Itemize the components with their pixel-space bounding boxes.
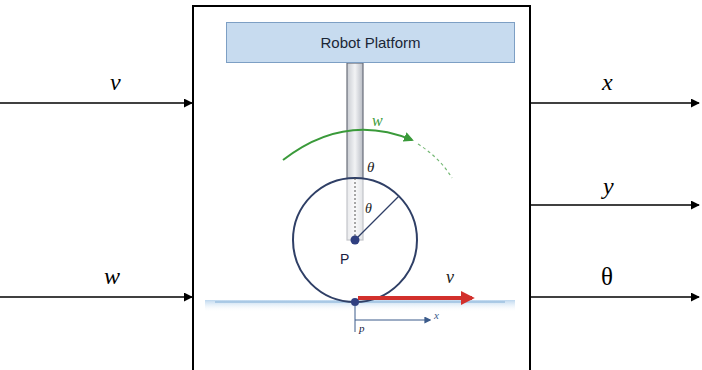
output-signal: x (602, 70, 613, 94)
output-arrow (531, 296, 699, 298)
system-box (193, 6, 530, 370)
point-label: P (340, 252, 349, 266)
x-axis (355, 320, 430, 321)
input-arrow (0, 296, 192, 298)
center-point (351, 236, 360, 245)
output-arrow (531, 204, 699, 206)
point-label: p (359, 323, 365, 334)
velocity-label: ν (446, 268, 454, 286)
angle-label: θ (366, 160, 375, 175)
input-arrow (0, 102, 192, 104)
contact-point (351, 298, 359, 306)
output-signal: θ (601, 264, 613, 289)
angle-label: θ (364, 202, 373, 216)
wheel (293, 178, 417, 302)
axis-label: x (434, 310, 439, 321)
output-arrow (531, 102, 699, 104)
wheel-radius (355, 196, 399, 240)
axis-tick (355, 305, 356, 332)
input-signal: v (110, 70, 121, 94)
vertical-reference (355, 178, 356, 240)
platform-label: Robot Platform (320, 34, 420, 51)
output-signal: y (603, 174, 614, 198)
platform-box: Robot Platform (226, 22, 515, 63)
angular-velocity-label: w (372, 113, 383, 129)
velocity-arrow (358, 296, 472, 300)
input-signal: w (104, 264, 120, 288)
rotation-arc (283, 130, 412, 160)
rotation-arc-dashed (418, 144, 452, 178)
